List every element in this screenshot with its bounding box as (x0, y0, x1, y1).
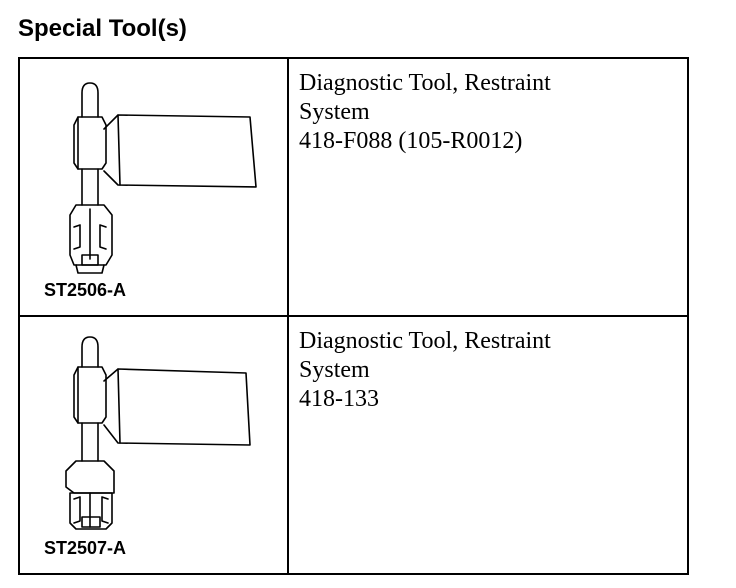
tool-name-line-2: System (299, 99, 370, 125)
restraint-diagnostic-tool-icon (69, 82, 257, 274)
tool-name-line-1: Diagnostic Tool, Restraint (299, 328, 551, 354)
page-title: Special Tool(s) (18, 15, 187, 42)
tool-image-cell: ST2506-A (18, 57, 289, 317)
tool-code: ST2506-A (44, 280, 127, 300)
restraint-diagnostic-tool-icon (65, 336, 251, 530)
special-tools-table: ST2506-A Diagnostic Tool, Restraint Syst… (18, 57, 689, 575)
tool-part-number: 418-F088 (105-R0012) (299, 128, 523, 154)
table-row: ST2506-A Diagnostic Tool, Restraint Syst… (18, 57, 689, 317)
tool-image-cell: ST2507-A (18, 315, 289, 575)
tool-name-line-1: Diagnostic Tool, Restraint (299, 70, 551, 96)
tool-part-number: 418-133 (299, 386, 379, 412)
tool-name-line-2: System (299, 357, 370, 383)
table-row: ST2507-A Diagnostic Tool, Restraint Syst… (18, 315, 689, 575)
tool-code: ST2507-A (44, 538, 127, 558)
tool-description-cell: Diagnostic Tool, Restraint System 418-F0… (287, 57, 689, 317)
tool-description-cell: Diagnostic Tool, Restraint System 418-13… (287, 315, 689, 575)
